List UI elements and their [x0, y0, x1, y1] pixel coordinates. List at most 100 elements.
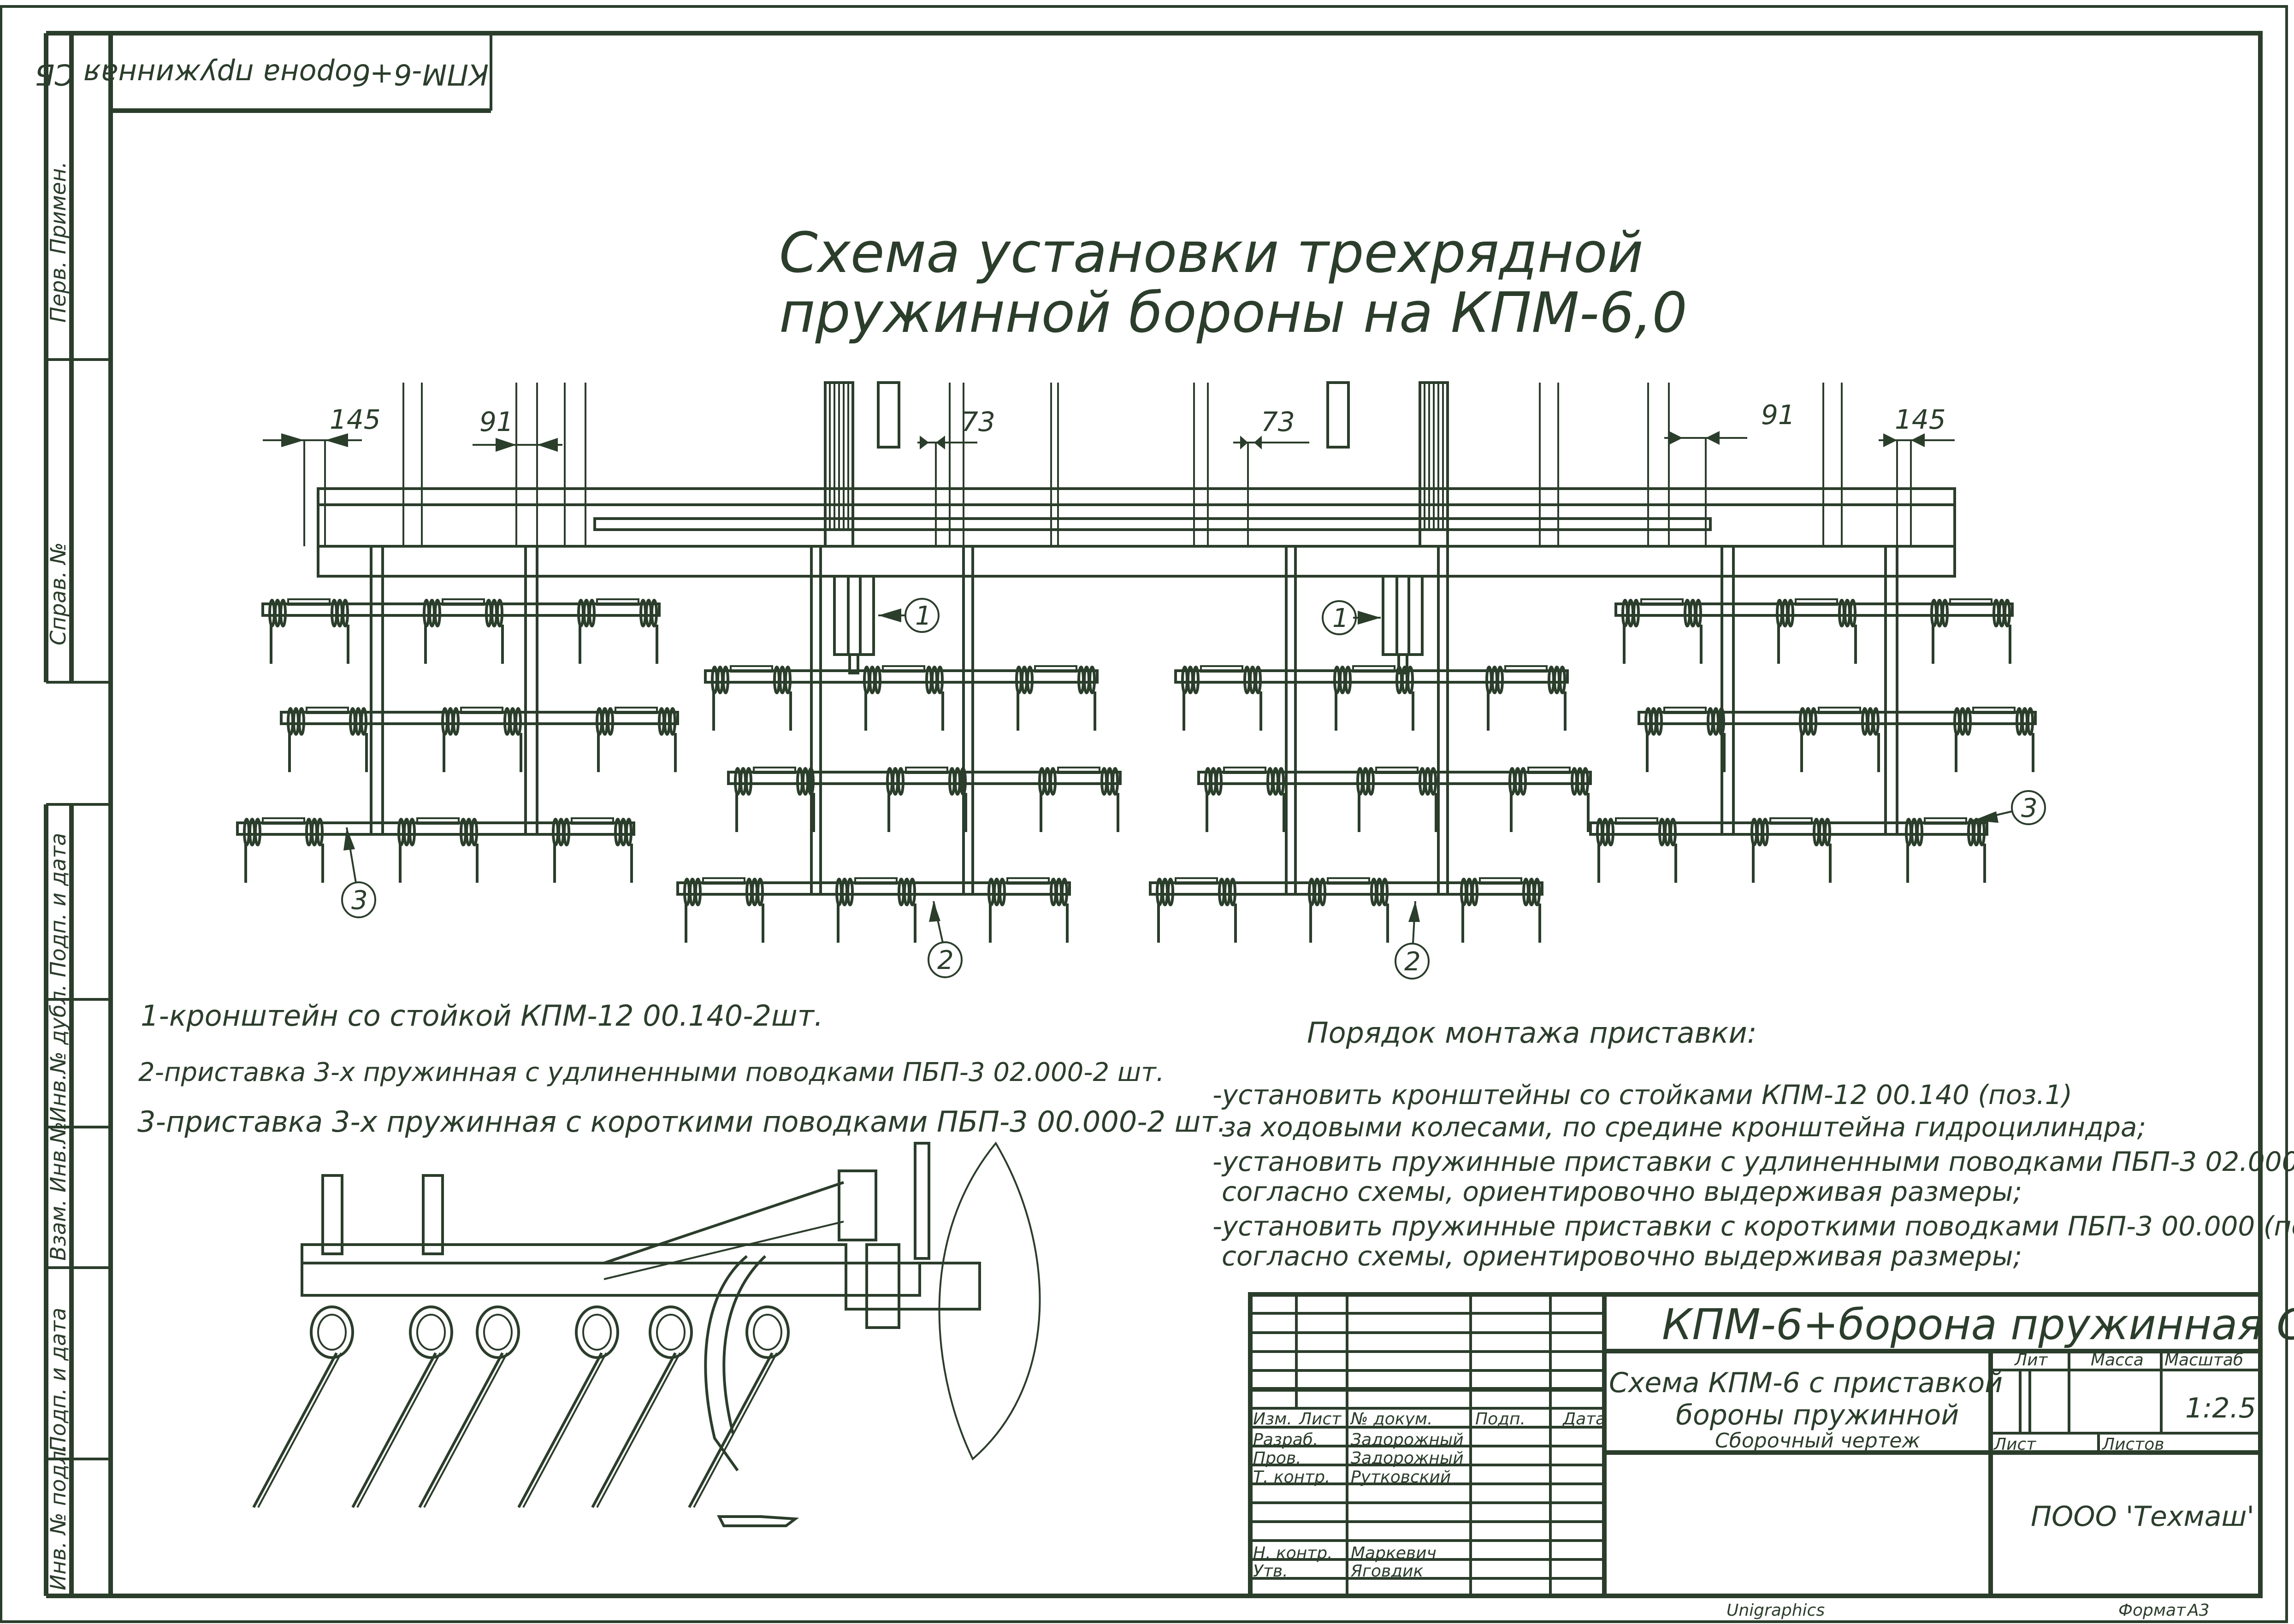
side-label-sprav-no: Справ. № [46, 542, 71, 645]
dim-145-right: 145 [1879, 404, 1955, 546]
callout-1-left: 1 [878, 598, 940, 633]
tb-name-prov: Задорожный [1351, 1449, 1464, 1468]
tb-name-utv: Яговдик [1350, 1562, 1423, 1581]
spring-tine [688, 1305, 790, 1508]
tb-sheet-label: Лист [1993, 1435, 2036, 1454]
tb-name-nkontr: Маркевич [1351, 1544, 1437, 1563]
harrow-row [1589, 817, 1988, 883]
assembly-heading: Порядок монтажа приставки: [1307, 1016, 1757, 1050]
wheel-left [824, 381, 900, 548]
assembly-line-5: -установить пружинные приставки с коротк… [1212, 1211, 2294, 1242]
legend: 1-кронштейн со стойкой КПМ-12 00.140-2шт… [137, 999, 1226, 1139]
tb-mass-label: Масса [2091, 1351, 2144, 1370]
rotated-stamp: КПМ-6+борона пружинная СБ [35, 33, 492, 113]
harrow-row [236, 817, 635, 883]
callouts: 1 1 2 2 3 3 [341, 598, 2046, 980]
dim-73-left: 73 [917, 406, 995, 546]
assembly-line-3: -установить пружинные приставки с удлине… [1212, 1146, 2294, 1177]
dim-label: 91 [479, 406, 514, 437]
tb-name-razrab: Задорожный [1351, 1430, 1464, 1449]
harrow-row [1614, 598, 2014, 664]
dim-label: 73 [961, 406, 995, 437]
spring-tine [252, 1305, 354, 1508]
callout-2-right: 2 [1395, 901, 1430, 980]
tb-header-sign: Подп. [1475, 1410, 1525, 1429]
harrow-row [704, 665, 1099, 731]
side-label-vzam-inv: Взам. Инв.№ [46, 1122, 71, 1261]
dim-91-right: 91 [1664, 399, 1795, 546]
tb-role-razrab: Разраб. [1253, 1430, 1318, 1449]
callout-label: 1 [915, 601, 932, 631]
spring-tine [418, 1305, 520, 1508]
assembly-line-2: за ходовыми колесами, по средине кронште… [1222, 1111, 2146, 1143]
dim-145-left: 145 [263, 404, 381, 546]
outer-border [0, 5, 2288, 1623]
tb-scale-value: 1:2.5 [2185, 1392, 2256, 1424]
harrow-row [1197, 767, 1592, 832]
tb-format-label: Формат [2118, 1601, 2186, 1620]
tb-scale-label: Масштаб [2164, 1351, 2243, 1370]
callout-label: 1 [1332, 603, 1349, 633]
assembly-line-6: согласно схемы, ориентировочно выдержива… [1222, 1240, 2022, 1272]
tb-format-value: A3 [2187, 1601, 2210, 1620]
side-strip: Перв. Примен. Справ. № Подп. и дата Инв.… [44, 31, 111, 1598]
dim-label: 145 [330, 404, 381, 435]
assembly-order: Порядок монтажа приставки: -установить к… [1212, 1016, 2294, 1272]
side-label-perv-primen: Перв. Примен. [46, 161, 71, 323]
callout-1-right: 1 [1322, 600, 1381, 635]
harrow-row [280, 707, 679, 772]
dim-label: 91 [1761, 399, 1795, 431]
dim-73-right: 73 [1233, 406, 1309, 546]
drawing-title-line1: Схема установки трехрядной [779, 221, 1644, 285]
tb-role-utv: Утв. [1253, 1562, 1288, 1581]
callout-label: 2 [937, 945, 954, 975]
tb-header-date: Дата [1562, 1410, 1606, 1429]
callout-3-left: 3 [341, 827, 376, 918]
side-view-illustration [252, 1141, 1041, 1527]
harrow-row [1174, 665, 1569, 731]
tb-designation: КПМ-6+борона пружинная СБ [1662, 1300, 2294, 1349]
bracket-right [1382, 575, 1424, 674]
dim-91-left: 91 [473, 406, 562, 546]
tb-name-line1: Схема КПМ-6 с приставкой [1609, 1367, 2003, 1399]
inner-frame [108, 31, 2263, 1598]
drawing-title-line2: пружинной бороны на КПМ-6,0 [779, 281, 1687, 345]
wheel-right [1326, 381, 1449, 548]
tb-header-doc-no: № докум. [1350, 1410, 1432, 1429]
harrow-row [676, 877, 1071, 943]
spring-tine [591, 1305, 693, 1508]
side-label-podp-data-2: Подп. и дата [46, 1308, 71, 1452]
tb-name-line2: бороны пружинной [1676, 1399, 1959, 1431]
tb-role-nkontr: Н. контр. [1253, 1544, 1333, 1563]
side-label-inv-dubl: Инв.№ дубл. [46, 984, 71, 1122]
side-label-inv-podl: Инв. № подл. [46, 1444, 71, 1590]
tb-sheets-label: Листов [2101, 1435, 2164, 1454]
spring-tine [351, 1305, 453, 1508]
callout-3-right: 3 [1973, 790, 2046, 825]
tb-software: Unigraphics [1726, 1601, 1825, 1620]
tb-lit-label: Лит [2014, 1351, 2048, 1370]
dimensions: 145 91 73 73 91 [263, 399, 1955, 546]
tb-role-tkontr: Т. контр. [1253, 1468, 1330, 1487]
legend-item-1: 1-кронштейн со стойкой КПМ-12 00.140-2шт… [141, 999, 823, 1033]
rotated-stamp-text: КПМ-6+борона пружинная СБ [35, 58, 489, 91]
tb-header-list: Лист [1298, 1410, 1342, 1429]
assembly-line-1: -установить кронштейны со стойками КПМ-1… [1212, 1079, 2072, 1110]
callout-label: 3 [351, 886, 368, 915]
legend-item-2: 2-приставка 3-х пружинная с удлиненными … [138, 1057, 1165, 1087]
tb-organization: ПООО 'Техмаш' [2031, 1500, 2254, 1533]
callout-2-left: 2 [928, 901, 963, 978]
harrow-row [1149, 877, 1543, 943]
spring-tine [517, 1305, 619, 1508]
tb-header-izm: Изм. [1253, 1410, 1292, 1429]
dim-label: 145 [1895, 404, 1946, 435]
legend-item-3: 3-приставка 3-х пружинная с короткими по… [137, 1105, 1226, 1139]
title-block: Изм. Лист № докум. Подп. Дата Разраб. За… [1248, 1292, 2294, 1620]
harrow-row [261, 598, 661, 664]
harrow-row [727, 767, 1122, 832]
tb-doc-type: Сборочный чертеж [1715, 1429, 1920, 1453]
side-label-podp-data-1: Подп. и дата [46, 833, 71, 977]
harrow-row [1638, 707, 2037, 772]
bracket-left [833, 575, 875, 674]
